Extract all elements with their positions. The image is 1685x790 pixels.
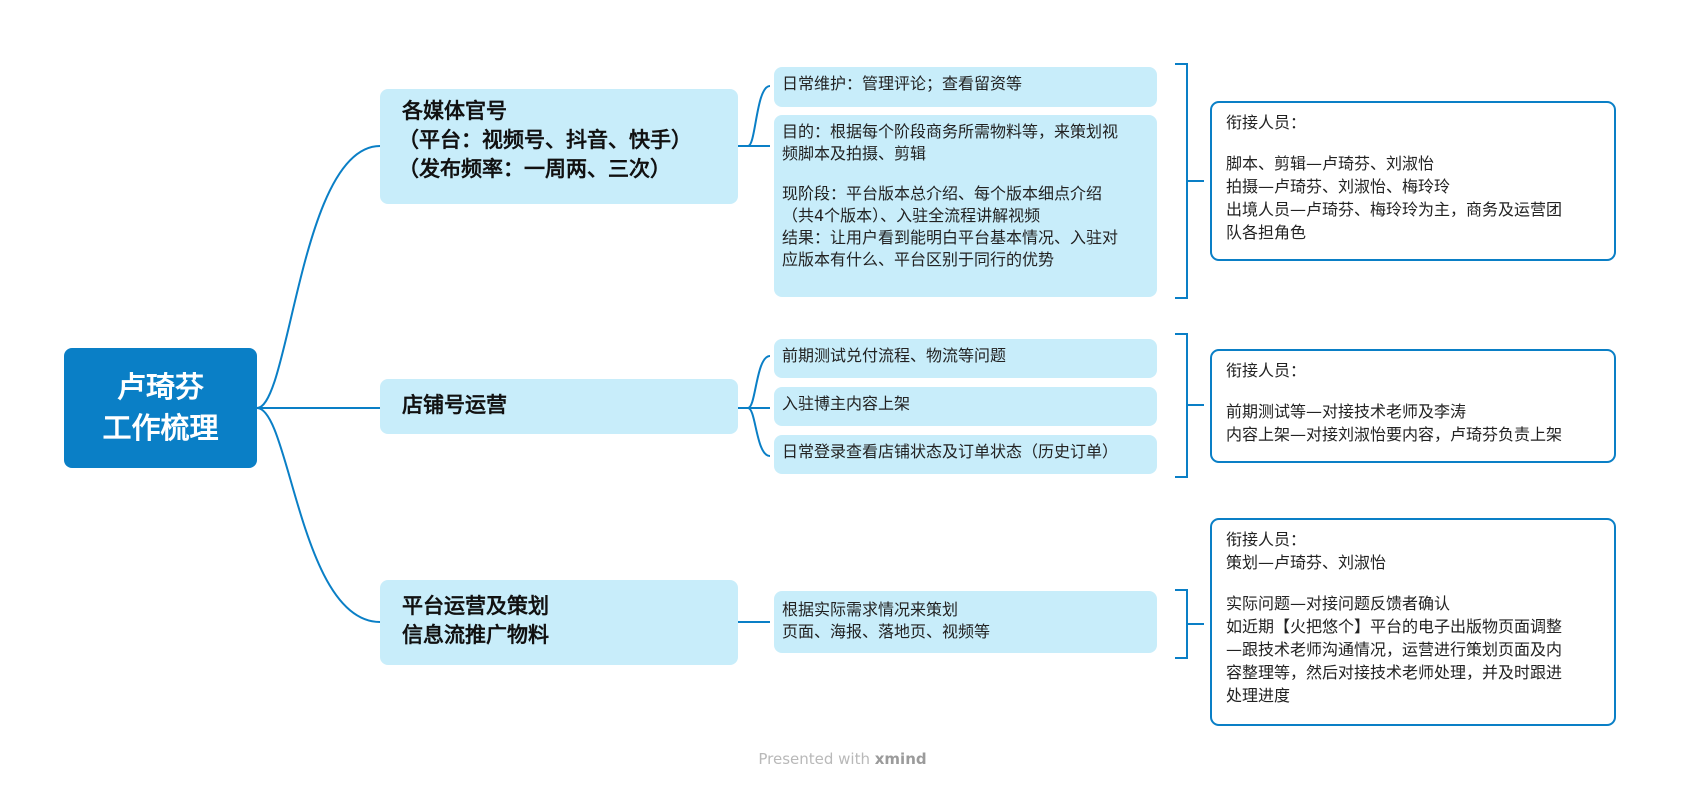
root-topic[interactable]: 卢琦芬 工作梳理	[64, 348, 257, 468]
note-spacer	[1226, 574, 1600, 592]
note-text: 处理进度	[1226, 686, 1291, 705]
branch-1-line-2: （平台：视频号、抖音、快手）	[398, 128, 692, 152]
leaf-daily-maintenance[interactable]: 日常维护：管理评论；查看留资等	[774, 67, 1157, 107]
note-spacer	[1226, 382, 1600, 400]
note-text: 衔接人员：	[1226, 113, 1307, 132]
branch-1-line-1: 各媒体官号	[402, 99, 507, 123]
leaf-text: 结果：让用户看到能明白平台基本情况、入驻对	[782, 228, 1119, 247]
leaf-text: 日常登录查看店铺状态及订单状态（历史订单）	[782, 442, 1119, 461]
note-text: 队各担角色	[1226, 223, 1307, 242]
branch-topic-platform-planning[interactable]: 平台运营及策划 信息流推广物料	[380, 580, 738, 665]
note-text: 脚本、剪辑—卢琦芬、刘淑怡	[1226, 154, 1435, 173]
connector-root-branch-3	[256, 407, 381, 623]
leaf-text: 目的：根据每个阶段商务所需物料等，来策划视	[782, 122, 1119, 141]
connector-branch-1-leaf-1	[738, 85, 771, 147]
note-text: 策划—卢琦芬、刘淑怡	[1226, 553, 1387, 572]
note-text: 内容上架—对接刘淑怡要内容，卢琦芬负责上架	[1226, 425, 1563, 444]
leaf-text: 入驻博主内容上架	[782, 394, 911, 413]
leaf-planning-materials[interactable]: 根据实际需求情况来策划 页面、海报、落地页、视频等	[774, 591, 1157, 653]
note-text: 衔接人员：	[1226, 361, 1307, 380]
leaf-text: 前期测试兑付流程、物流等问题	[782, 346, 1007, 365]
branch-1-line-3: （发布频率：一周两、三次）	[398, 157, 671, 181]
note-text: 容整理等，然后对接技术老师处理，并及时跟进	[1226, 663, 1563, 682]
leaf-text: 页面、海报、落地页、视频等	[782, 622, 991, 641]
branch-topic-store-operations[interactable]: 店铺号运营	[380, 379, 738, 434]
summary-note-staff-1[interactable]: 衔接人员： 脚本、剪辑—卢琦芬、刘淑怡 拍摄—卢琦芬、刘淑怡、梅玲玲 出境人员—…	[1210, 101, 1616, 261]
leaf-payment-logistics-test[interactable]: 前期测试兑付流程、物流等问题	[774, 339, 1157, 378]
branch-2-line-1: 店铺号运营	[402, 393, 507, 417]
note-text: —跟技术老师沟通情况，运营进行策划页面及内	[1226, 640, 1563, 659]
root-title-line-2: 工作梳理	[102, 411, 219, 445]
leaf-text: 根据实际需求情况来策划	[782, 600, 959, 619]
leaf-daily-order-check[interactable]: 日常登录查看店铺状态及订单状态（历史订单）	[774, 435, 1157, 474]
note-text: 如近期【火把悠个】平台的电子出版物页面调整	[1226, 617, 1563, 636]
leaf-text: 频脚本及拍摄、剪辑	[782, 144, 927, 163]
summary-bracket-2	[1175, 333, 1204, 478]
note-spacer	[1226, 134, 1600, 152]
note-text: 衔接人员：	[1226, 530, 1307, 549]
summary-note-staff-3[interactable]: 衔接人员： 策划—卢琦芬、刘淑怡 实际问题—对接问题反馈者确认 如近期【火把悠个…	[1210, 518, 1616, 726]
leaf-text: 应版本有什么、平台区别于同行的优势	[782, 250, 1055, 269]
note-text: 前期测试等—对接技术老师及李涛	[1226, 402, 1467, 421]
summary-bracket-1	[1175, 63, 1204, 299]
leaf-spacer	[782, 165, 1149, 183]
xmind-brand: xmind	[874, 750, 927, 768]
connector-branch-2-leaf-3	[738, 407, 771, 457]
note-text: 实际问题—对接问题反馈者确认	[1226, 594, 1451, 613]
summary-note-staff-2[interactable]: 衔接人员： 前期测试等—对接技术老师及李涛 内容上架—对接刘淑怡要内容，卢琦芬负…	[1210, 349, 1616, 463]
root-title-line-1: 卢琦芬	[116, 370, 204, 404]
connector-root-branch-1	[256, 145, 381, 409]
leaf-purpose-and-stage[interactable]: 目的：根据每个阶段商务所需物料等，来策划视 频脚本及拍摄、剪辑 现阶段：平台版本…	[774, 115, 1157, 297]
connector-branch-2-leaf-1	[738, 355, 771, 409]
branch-3-line-1: 平台运营及策划	[402, 594, 549, 618]
leaf-text: 现阶段：平台版本总介绍、每个版本细点介绍	[782, 184, 1103, 203]
leaf-text: 日常维护：管理评论；查看留资等	[782, 74, 1023, 93]
note-text: 出境人员—卢琦芬、梅玲玲为主，商务及运营团	[1226, 200, 1563, 219]
note-text: 拍摄—卢琦芬、刘淑怡、梅玲玲	[1226, 177, 1451, 196]
branch-topic-media-accounts[interactable]: 各媒体官号 （平台：视频号、抖音、快手） （发布频率：一周两、三次）	[380, 89, 738, 204]
leaf-text: （共4个版本）、入驻全流程讲解视频	[782, 206, 1041, 225]
leaf-content-listing[interactable]: 入驻博主内容上架	[774, 387, 1157, 426]
footer-prefix: Presented with	[758, 750, 875, 768]
branch-3-line-2: 信息流推广物料	[402, 623, 549, 647]
summary-bracket-3	[1175, 589, 1204, 659]
presented-with-footer: Presented with xmind	[0, 750, 1685, 768]
